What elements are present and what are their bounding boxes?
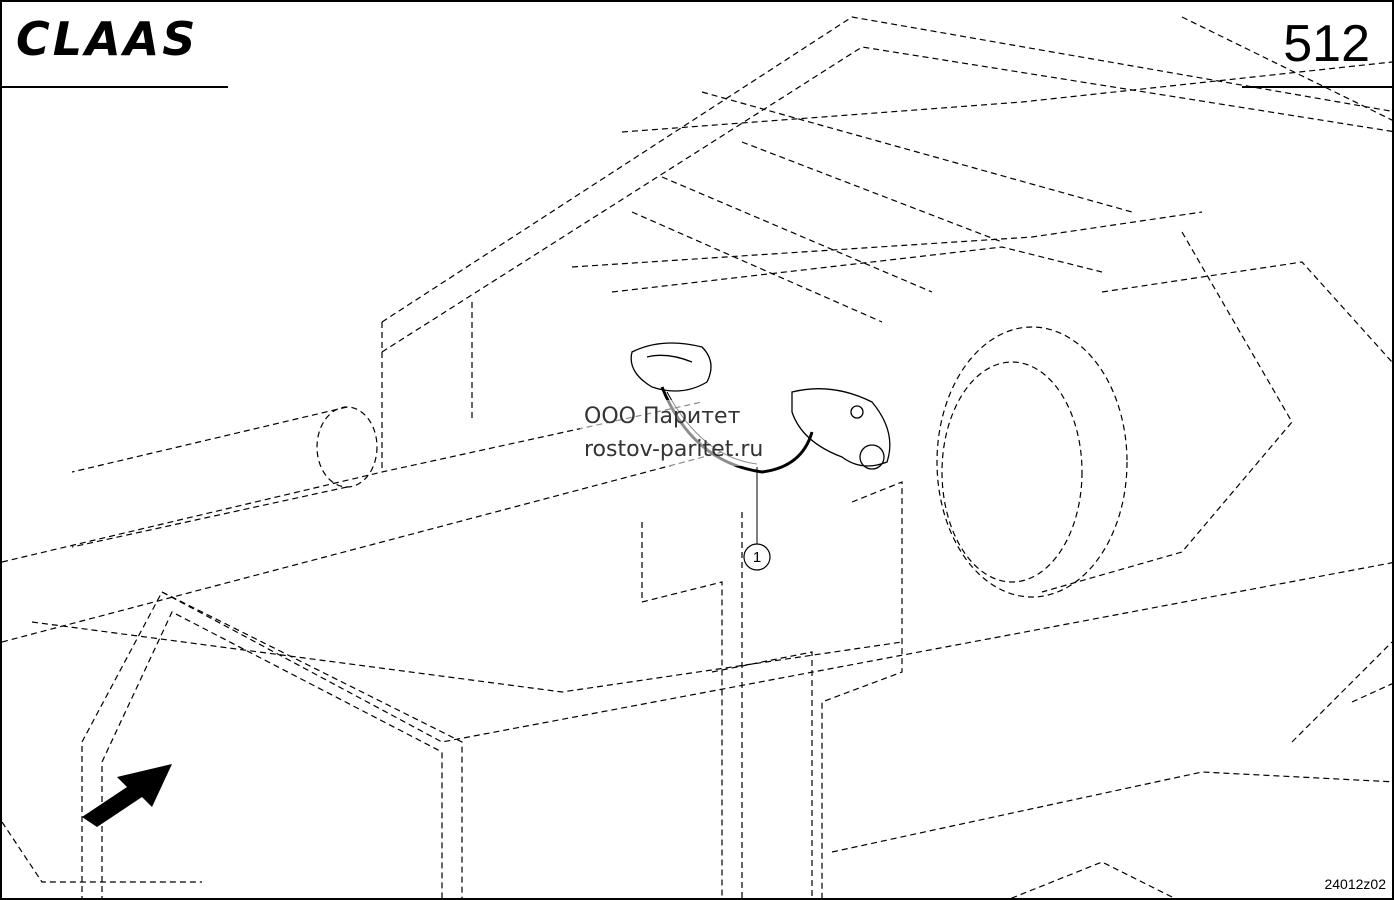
lower-frame-outline xyxy=(831,771,1392,853)
cylinder-outline xyxy=(71,486,348,548)
front-box-outline xyxy=(81,591,463,898)
callout-circle xyxy=(743,543,771,571)
front-box-outline xyxy=(2,821,202,883)
connector-right-cap xyxy=(859,444,885,470)
connector-left-detail xyxy=(646,354,693,363)
frame-outline xyxy=(611,246,1103,293)
drum-outline xyxy=(941,361,1083,583)
watermark-site: rostov-paritet.ru xyxy=(584,437,764,462)
lower-frame-outline xyxy=(1351,683,1392,703)
connector-left-outline xyxy=(630,342,712,392)
housing-outline xyxy=(1101,261,1392,363)
rail-outline xyxy=(31,621,903,693)
frame-outline xyxy=(661,176,933,293)
logo-underline xyxy=(2,86,228,88)
frame-outline xyxy=(381,16,1392,323)
frame-outline xyxy=(741,141,1003,243)
frame-outline xyxy=(621,61,1392,133)
frame-outline xyxy=(631,211,883,323)
support-outline xyxy=(821,481,903,898)
page-number-underline xyxy=(1242,86,1392,88)
cylinder-outline xyxy=(71,406,348,473)
connector-right-outline xyxy=(791,388,891,467)
frame-outline xyxy=(381,46,1392,353)
callout-number: 1 xyxy=(753,549,761,566)
watermark-company: ООО Паритет xyxy=(584,404,741,429)
frame-outline xyxy=(701,91,1133,213)
rail-outline xyxy=(161,562,1392,743)
rail-outline xyxy=(2,401,703,563)
page-number: 512 xyxy=(1283,15,1370,73)
drawing-id: 24012z02 xyxy=(1324,876,1386,892)
connector-right-bolt xyxy=(850,405,864,419)
lower-frame-outline xyxy=(1010,861,1176,898)
frame-outline xyxy=(571,211,1203,268)
watermark: ООО Паритет rostov-paritet.ru xyxy=(580,400,768,466)
direction-arrow-icon xyxy=(82,764,172,827)
support-outline xyxy=(641,522,723,898)
front-box-outline xyxy=(101,611,443,898)
rail-outline xyxy=(2,451,723,643)
support-outline xyxy=(711,651,813,898)
cylinder-outline xyxy=(316,406,378,488)
housing-outline xyxy=(1041,231,1293,593)
lower-frame-outline xyxy=(1291,641,1392,743)
callout-1[interactable]: 1 xyxy=(743,467,771,571)
drum-outline xyxy=(936,326,1128,598)
claas-logo: CLAAS xyxy=(16,12,199,66)
